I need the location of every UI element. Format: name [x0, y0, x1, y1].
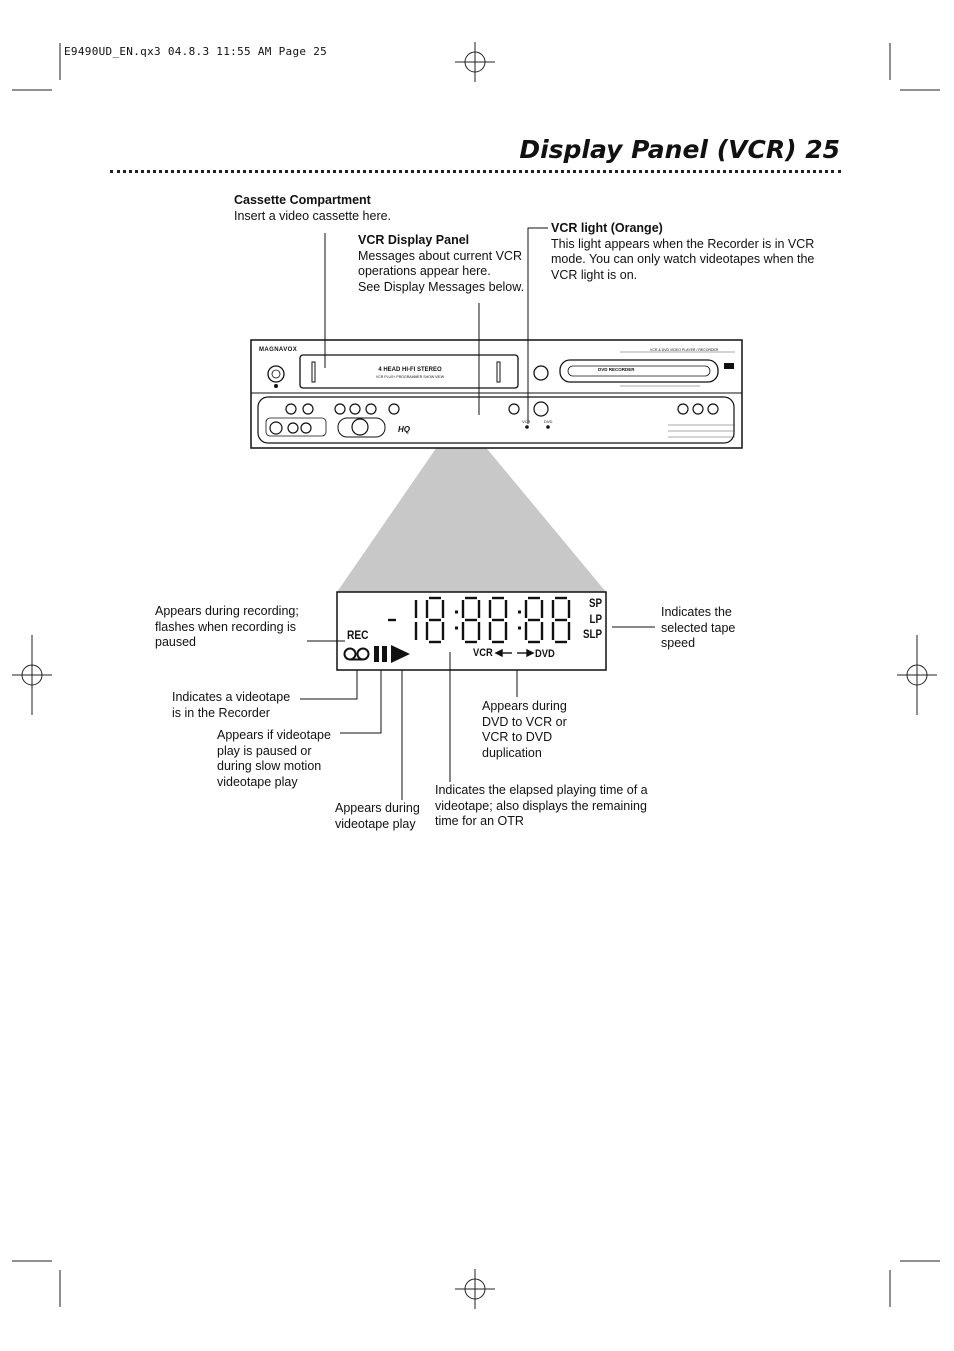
- callout-body: Insert a video cassette here.: [234, 208, 392, 223]
- pause-icon: [374, 646, 387, 662]
- vcr-led-label: VCR: [522, 419, 531, 424]
- leader-lines: [300, 227, 655, 800]
- callout-line: Indicates the: [661, 605, 732, 619]
- callout-line: Indicates a videotape: [172, 690, 291, 704]
- hq-logo: HQ: [398, 425, 410, 434]
- dvd-tray-label: DVD RECORDER: [598, 367, 635, 372]
- callout-line: Appears if videotape: [217, 728, 331, 742]
- lcd-speed-lp: LP: [589, 613, 602, 626]
- duplication-arrows: [494, 648, 535, 658]
- callout-cassette-compartment: Cassette Compartment Insert a video cass…: [234, 193, 391, 224]
- callout-line: duplication: [482, 745, 542, 760]
- registration-mark-left: [12, 635, 52, 715]
- callout-vcr-display-panel: VCR Display Panel Messages about current…: [358, 233, 524, 295]
- lcd-rec-indicator: REC: [347, 628, 369, 642]
- callout-line: play is paused or: [217, 743, 312, 758]
- cassette-icon: [343, 647, 370, 661]
- callout-elapsed-time: Indicates the elapsed playing time of a …: [435, 783, 648, 830]
- callout-line: Indicates the elapsed playing time of a: [435, 783, 648, 797]
- registration-mark-right: [897, 635, 937, 715]
- callout-title: Cassette Compartment: [234, 193, 371, 207]
- lcd-speed-sp: SP: [588, 598, 602, 610]
- dotted-rule: [110, 170, 841, 173]
- callout-recording: Appears during recording; flashes when r…: [155, 604, 299, 651]
- zoom-triangle: [337, 415, 606, 592]
- lcd-colon-dot: [455, 626, 458, 630]
- callout-line: videotape play: [335, 816, 416, 831]
- callout-line: speed: [661, 636, 696, 650]
- callout-line: This light appears when the Recorder is …: [551, 236, 815, 251]
- callout-line: VCR light is on.: [551, 267, 638, 282]
- callout-line: flashes when recording is: [155, 619, 297, 634]
- cassette-label: 4 HEAD HI-FI STEREO: [378, 367, 442, 373]
- crop-marks: [12, 43, 940, 1307]
- lcd-dup-vcr: VCR: [473, 647, 493, 659]
- callout-duplication: Appears during DVD to VCR or VCR to DVD …: [482, 699, 567, 761]
- play-icon: [391, 645, 410, 663]
- page-title: Display Panel (VCR) 25: [519, 135, 840, 164]
- cassette-sublabel: VCR PLUS+ PROGRAMMER SHOW VIEW: [375, 375, 445, 379]
- callout-line: Appears during: [335, 801, 420, 815]
- callout-line: Appears during: [482, 699, 567, 713]
- callout-tape-speed: Indicates the selected tape speed: [661, 605, 735, 652]
- lcd-speed-indicators: SP LP SLP: [580, 597, 602, 644]
- callout-line: See Display Messages below.: [358, 279, 525, 294]
- lcd-colon-dot: [518, 626, 521, 630]
- lcd-speed-slp: SLP: [582, 629, 602, 641]
- callout-title: VCR Display Panel: [358, 233, 470, 247]
- dvd-vcr-recorder-front-panel: [250, 339, 743, 449]
- callout-videotape-in: Indicates a videotape is in the Recorder: [172, 690, 290, 721]
- callout-line: time for an OTR: [435, 814, 524, 828]
- lcd-colon-dot: [455, 610, 458, 614]
- callout-line: DVD to VCR or: [482, 714, 567, 729]
- callout-line: paused: [155, 635, 197, 649]
- vcr-lcd-display: [336, 591, 607, 671]
- callout-line: Appears during recording;: [155, 604, 299, 618]
- callout-line: is in the Recorder: [172, 705, 270, 720]
- lcd-colon-dot: [518, 610, 521, 614]
- callout-vcr-light: VCR light (Orange) This light appears wh…: [551, 221, 814, 283]
- callout-line: selected tape: [661, 620, 736, 635]
- registration-mark-bottom: [455, 1269, 495, 1309]
- device-model-text: VCR & DVD VIDEO PLAYER / RECORDER: [650, 348, 719, 352]
- callout-line: videotape; also displays the remaining: [435, 798, 647, 813]
- callout-paused: Appears if videotape play is paused or d…: [217, 728, 331, 790]
- dvd-led-label: DVD: [544, 419, 553, 424]
- print-slug: E9490UD_EN.qx3 04.8.3 11:55 AM Page 25: [64, 45, 328, 58]
- callout-line: mode. You can only watch videotapes when…: [551, 252, 815, 266]
- callout-title: VCR light (Orange): [551, 221, 663, 235]
- registration-mark-top: [455, 42, 495, 82]
- device-brand: MAGNAVOX: [259, 347, 298, 353]
- lcd-dup-dvd: DVD: [535, 648, 555, 660]
- callout-line: Messages about current VCR: [358, 248, 522, 263]
- callout-line: videotape play: [217, 774, 298, 789]
- callout-line: during slow motion: [217, 759, 322, 773]
- callout-line: operations appear here.: [358, 264, 491, 278]
- callout-videotape-play: Appears during videotape play: [335, 801, 420, 832]
- callout-line: VCR to DVD: [482, 730, 553, 744]
